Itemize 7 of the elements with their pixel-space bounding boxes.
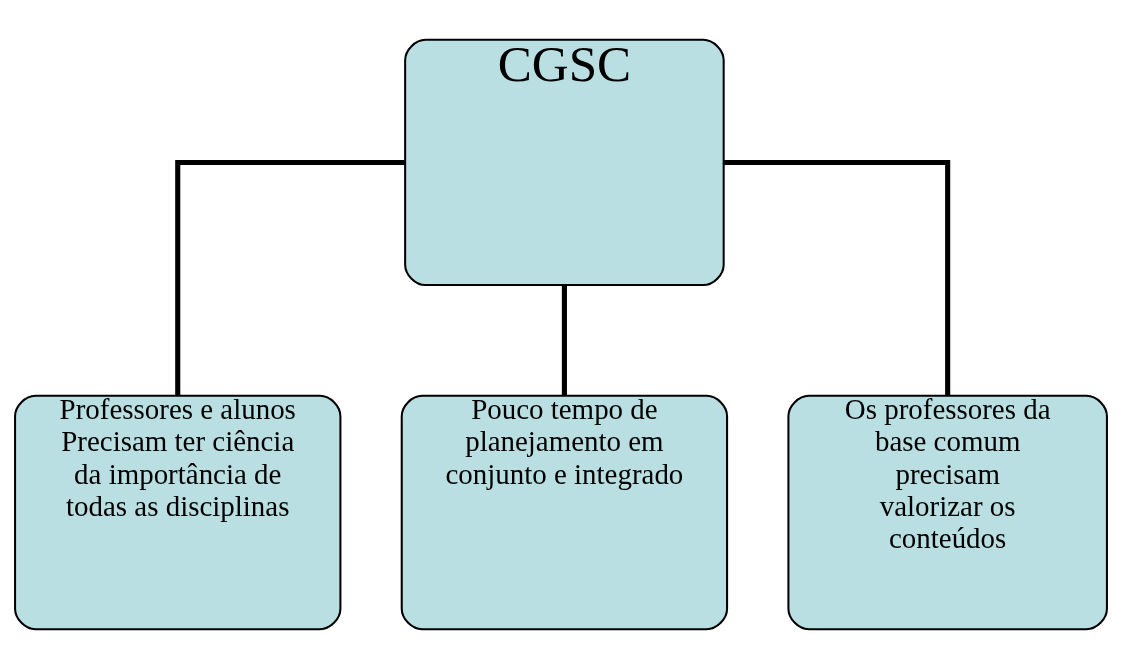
- node-box: Professores e alunos Precisam ter ciência da importância de todas as disciplinas: [14, 394, 342, 631]
- connector: [561, 285, 567, 396]
- connector: [175, 159, 405, 396]
- node-box: Os professores da base comum precisam valorizar os conteúdos: [787, 394, 1108, 631]
- node-box: CGSC: [404, 38, 725, 287]
- node-box: Pouco tempo de planejamento em conjunto e integrado: [400, 394, 729, 631]
- connector: [724, 159, 951, 396]
